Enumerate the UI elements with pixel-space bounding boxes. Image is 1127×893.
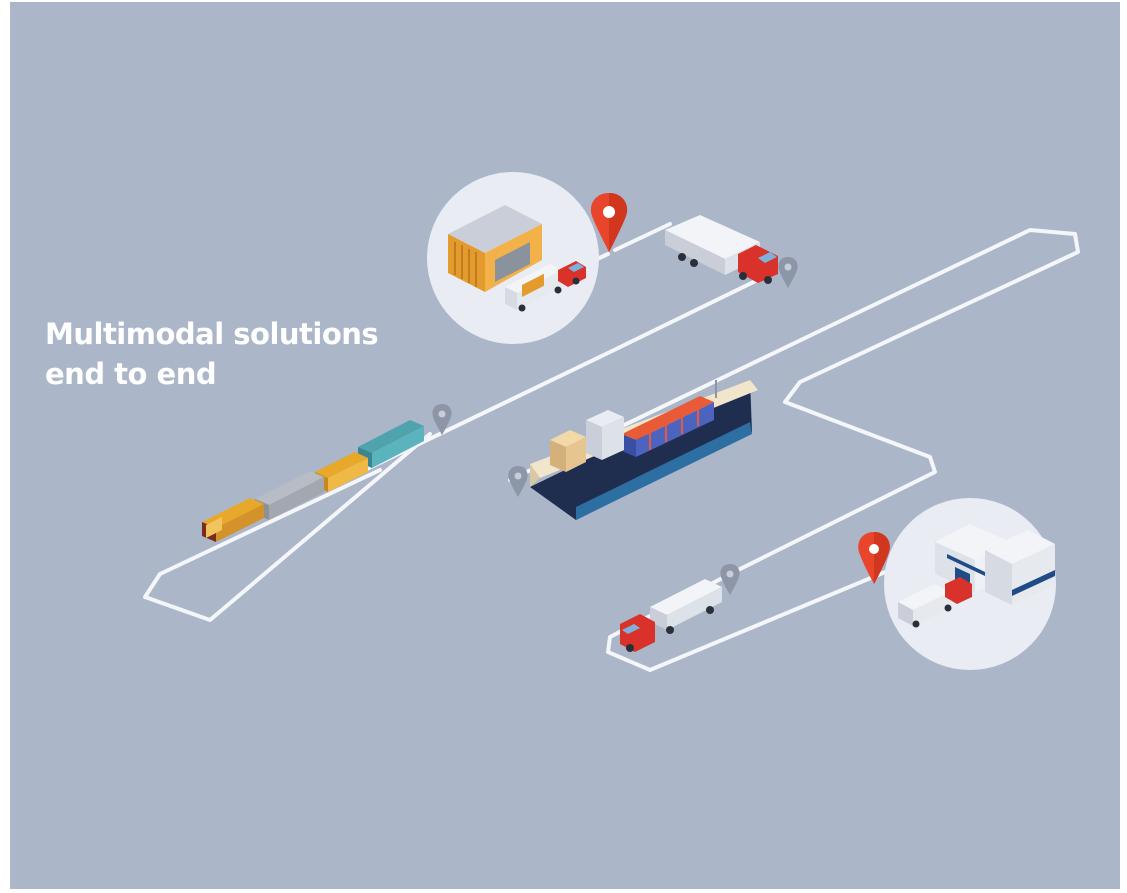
waypoint-pin-icon: [508, 466, 528, 497]
semi-truck-icon: [665, 215, 778, 284]
semi-truck-icon: [620, 579, 722, 652]
logistics-scene: Multimodal solutions end to end: [10, 2, 1120, 889]
semi-truck-icon: [505, 261, 586, 312]
waypoint-pin-icon: [720, 564, 740, 595]
page-title: Multimodal solutions end to end: [45, 314, 379, 394]
destination-warehouse-stop: [884, 498, 1056, 670]
warehouse-icon: [448, 205, 542, 292]
route-line: [143, 222, 1080, 672]
freight-train-icon: [202, 420, 424, 542]
location-pin-icon: [590, 193, 628, 252]
semi-truck-icon: [898, 577, 972, 628]
waypoint-pin-icon: [778, 257, 798, 288]
container-ship-icon: [530, 380, 758, 520]
location-pin-icon: [858, 532, 890, 584]
headline-line-2: end to end: [45, 357, 217, 391]
origin-warehouse-stop: [427, 172, 599, 344]
route-illustration: [143, 172, 1080, 672]
headline-line-1: Multimodal solutions: [45, 317, 379, 351]
waypoint-pin-icon: [432, 404, 452, 435]
